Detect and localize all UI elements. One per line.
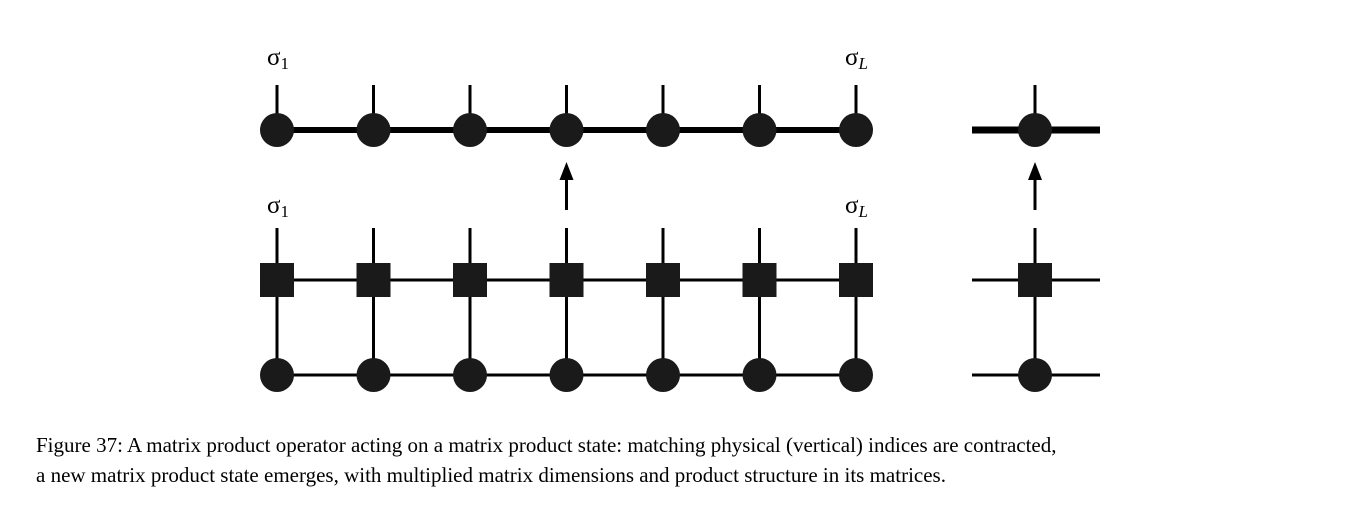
- upper-mps-node-5: [646, 113, 680, 147]
- nodes: [260, 113, 1052, 392]
- single-site-upper-node: [1018, 113, 1052, 147]
- mpo-node-2: [356, 263, 391, 297]
- upper-mps-node-1: [260, 113, 294, 147]
- upper-label-last: σL: [845, 44, 868, 73]
- mps-node-5: [646, 358, 680, 392]
- upper-mps-node-4: [549, 113, 584, 147]
- figure-caption: Figure 37: A matrix product operator act…: [36, 430, 1336, 490]
- mps-node-4: [549, 358, 584, 392]
- lower-label-last: σL: [845, 192, 868, 221]
- single-site-arrow-head: [1028, 162, 1042, 180]
- mps-node-3: [453, 358, 487, 392]
- caption-line-2: a new matrix product state emerges, with…: [36, 463, 946, 487]
- upper-mps-node-7: [839, 113, 873, 147]
- single-site-mps-node: [1018, 358, 1052, 392]
- arrows: [559, 162, 1042, 210]
- single-site-mpo-node: [1018, 263, 1052, 297]
- mps-node-6: [742, 358, 777, 392]
- mps-node-2: [356, 358, 391, 392]
- caption-line-1: Figure 37: A matrix product operator act…: [36, 433, 1057, 457]
- upper-mps-node-3: [453, 113, 487, 147]
- mpo-node-1: [260, 263, 294, 297]
- mpo-mps-diagram: σ1 σL σ1 σL: [260, 44, 1100, 392]
- mpo-node-4: [549, 263, 584, 297]
- upper-mps-node-2: [356, 113, 391, 147]
- lower-label-first: σ1: [267, 192, 289, 221]
- upper-mps-node-6: [742, 113, 777, 147]
- chain-arrow-head: [559, 162, 574, 180]
- mpo-node-5: [646, 263, 680, 297]
- mpo-node-6: [742, 263, 777, 297]
- bonds: [277, 126, 1100, 377]
- mps-node-1: [260, 358, 294, 392]
- mpo-node-3: [453, 263, 487, 297]
- upper-label-first: σ1: [267, 44, 289, 73]
- mps-node-7: [839, 358, 873, 392]
- mpo-node-7: [839, 263, 873, 297]
